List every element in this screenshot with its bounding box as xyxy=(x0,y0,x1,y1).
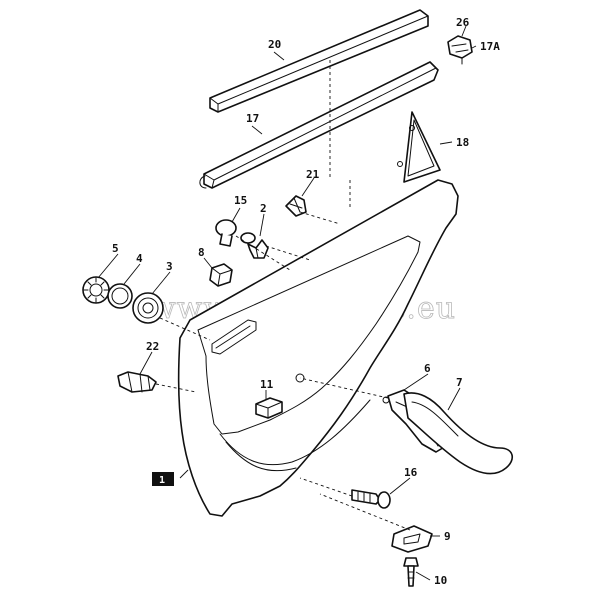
part-7-pull-handle xyxy=(403,392,513,475)
callout-20: 20 xyxy=(268,38,281,51)
part-1-door-trim-panel xyxy=(177,179,459,517)
part-4-washer xyxy=(107,283,133,309)
callout-26: 26 xyxy=(456,16,470,29)
part-8-clip-block xyxy=(209,263,233,287)
leader-lines xyxy=(97,25,477,581)
callout-7: 7 xyxy=(456,376,463,389)
part-21-fastener xyxy=(285,195,307,217)
callout-4: 4 xyxy=(136,252,143,265)
part-10-bolt xyxy=(403,557,419,587)
callout-11: 11 xyxy=(260,378,274,391)
callout-1: 1 xyxy=(159,475,165,486)
callout-1-tag xyxy=(152,472,174,486)
callout-22: 22 xyxy=(146,340,159,353)
part-22-push-clip xyxy=(117,371,157,393)
callout-16: 16 xyxy=(404,466,418,479)
callout-17: 17 xyxy=(246,112,259,125)
callout-18: 18 xyxy=(456,136,469,149)
callout-5: 5 xyxy=(112,242,119,255)
callout-10: 10 xyxy=(434,574,447,587)
part-18-corner-cover xyxy=(397,111,441,183)
part-26-clip xyxy=(447,35,473,65)
part-3-bezel xyxy=(132,292,164,324)
callout-17a: 17A xyxy=(480,40,500,53)
callout-15: 15 xyxy=(234,194,247,207)
callout-21: 21 xyxy=(306,168,320,181)
part-2-plug xyxy=(240,232,269,259)
callout-8: 8 xyxy=(198,246,205,259)
callout-2: 2 xyxy=(260,202,267,215)
callout-3: 3 xyxy=(166,260,173,273)
callout-6: 6 xyxy=(424,362,431,375)
part-9-clip-nut xyxy=(391,525,433,553)
part-15-push-pin xyxy=(215,219,237,247)
part-16-screw xyxy=(351,489,391,509)
part-11-connector xyxy=(255,397,283,419)
part-17-seal-strip xyxy=(199,61,439,189)
part-20-seal-strip xyxy=(209,9,429,113)
callout-9: 9 xyxy=(444,530,451,543)
callout-labels: 20 17 26 17A 18 21 15 2 8 5 4 3 22 11 6 … xyxy=(112,16,500,587)
part-5-rosette xyxy=(82,276,110,304)
